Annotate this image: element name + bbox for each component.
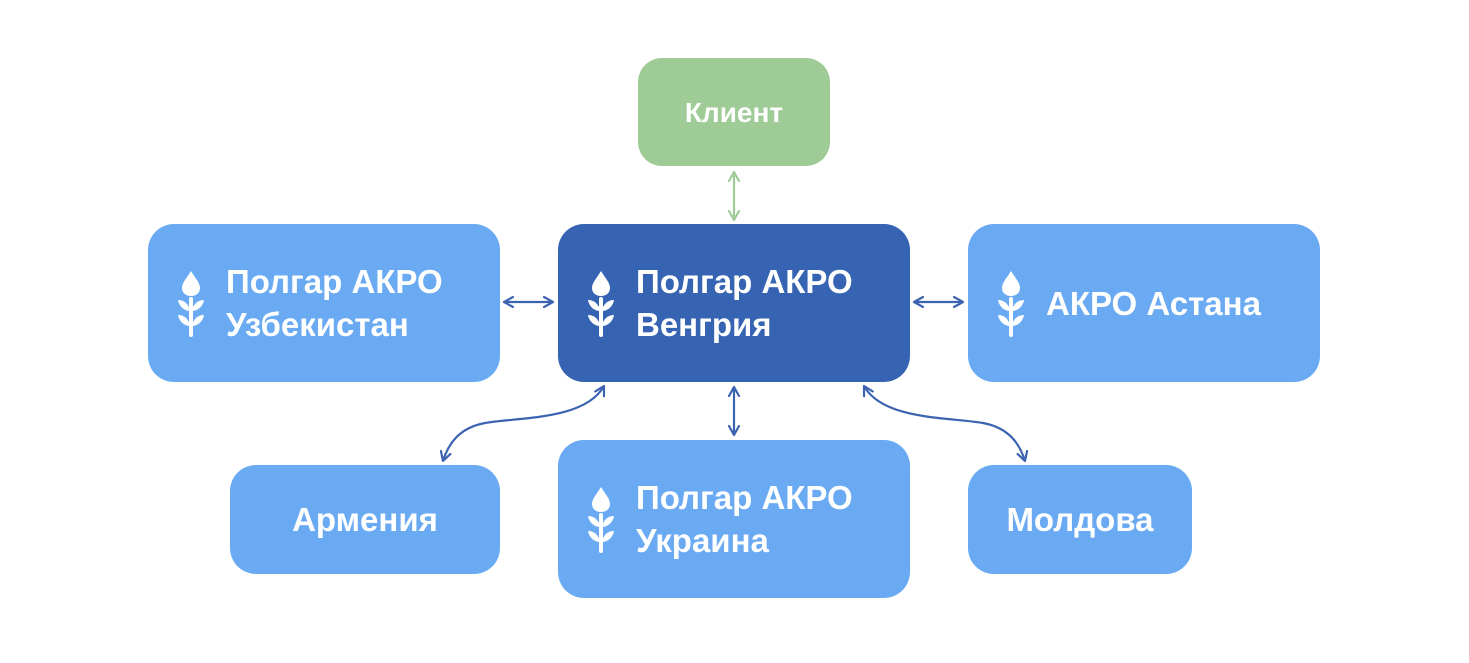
wheat-sprout-icon xyxy=(178,271,204,337)
uzbekistan-label-line2: Узбекистан xyxy=(226,306,409,343)
ukraine-label-line2: Украина xyxy=(636,522,769,559)
client-node: Клиент xyxy=(638,58,830,166)
uzbekistan-label-line1: Полгар АКРО xyxy=(226,263,443,300)
hungary-label: Полгар АКРО Венгрия xyxy=(636,260,853,346)
armenia-node: Армения xyxy=(230,465,500,574)
ukraine-label-line1: Полгар АКРО xyxy=(636,479,853,516)
hungary-label-line2: Венгрия xyxy=(636,306,772,343)
wheat-sprout-icon xyxy=(998,271,1024,337)
wheat-sprout-icon xyxy=(588,487,614,553)
uzbekistan-label: Полгар АКРО Узбекистан xyxy=(226,260,443,346)
ukraine-label: Полгар АКРО Украина xyxy=(636,476,853,562)
hungary-label-line1: Полгар АКРО xyxy=(636,263,853,300)
armenia-label: Армения xyxy=(292,501,438,538)
moldova-label: Молдова xyxy=(1006,501,1154,538)
client-label: Клиент xyxy=(684,96,784,128)
astana-node: АКРО Астана xyxy=(968,224,1320,382)
arrow-hungary-armenia xyxy=(443,386,604,461)
moldova-node: Молдова xyxy=(968,465,1192,574)
ukraine-node: Полгар АКРО Украина xyxy=(558,440,910,598)
arrow-hungary-moldova xyxy=(864,386,1025,461)
uzbekistan-node: Полгар АКРО Узбекистан xyxy=(148,224,500,382)
astana-label: АКРО Астана xyxy=(1046,284,1261,322)
hungary-node: Полгар АКРО Венгрия xyxy=(558,224,910,382)
wheat-sprout-icon xyxy=(588,271,614,337)
